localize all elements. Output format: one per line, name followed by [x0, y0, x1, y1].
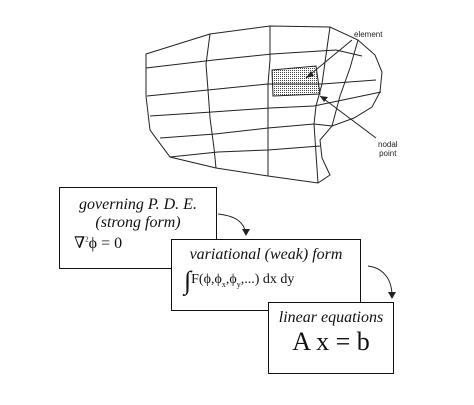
nodal-label-line1: nodal — [378, 140, 398, 149]
mesh-line — [267, 26, 271, 176]
mesh-line — [159, 123, 333, 139]
mesh-line — [313, 26, 331, 184]
mesh-line — [146, 79, 377, 97]
integrand-start: F(ϕ,ϕ — [191, 272, 222, 287]
laplacian-exponent: 2 — [85, 235, 89, 244]
nodal-label-line2: point — [379, 149, 397, 158]
flow-arrowhead-2 — [388, 292, 396, 299]
nabla-symbol: ∇ — [74, 235, 86, 252]
element-label: element — [354, 30, 383, 39]
flow-arrowhead-1 — [242, 229, 250, 236]
subscript-y: y — [236, 279, 241, 289]
laplace-rhs: = 0 — [101, 235, 123, 252]
strong-form-line1: governing P. D. E. — [79, 196, 197, 213]
flow-arrow-1 — [217, 213, 247, 235]
linear-equations-box: linear equations A x = b — [268, 302, 394, 374]
element-arrowhead — [306, 71, 314, 78]
linear-equations-title: linear equations — [278, 309, 384, 326]
strong-form-line2: (strong form) — [95, 214, 181, 231]
integrand-end: ,...) dx dy — [240, 272, 295, 287]
integrand-mid: ,ϕ — [225, 272, 237, 287]
subscript-x: x — [221, 279, 226, 289]
mesh-line — [169, 145, 321, 158]
linear-system: A x = b — [292, 327, 370, 356]
integral-sign: ∫ — [184, 266, 192, 295]
mesh-line — [145, 49, 363, 69]
mesh-line — [149, 91, 382, 117]
nodal-leader — [319, 95, 377, 139]
mesh-line — [205, 33, 217, 169]
weak-form-title: variational (weak) form — [189, 246, 343, 263]
phi-symbol: ϕ — [88, 235, 98, 252]
mesh-line — [331, 39, 359, 127]
weak-form-integral: ∫F(ϕ,ϕx,ϕy,...) dx dy — [172, 266, 360, 296]
highlighted-element — [271, 65, 321, 97]
flow-arrow-2 — [367, 265, 393, 297]
nodal-point-label: nodal point — [378, 140, 398, 158]
laplace-equation: ∇2ϕ = 0 — [60, 233, 216, 253]
nodal-arrowhead — [320, 96, 328, 102]
element-leader — [305, 39, 353, 79]
weak-form-box: variational (weak) form ∫F(ϕ,ϕx,ϕy,...) … — [171, 239, 361, 311]
mesh-boundary — [145, 25, 383, 184]
strong-form-box: governing P. D. E. (strong form) ∇2ϕ = 0 — [59, 187, 217, 269]
